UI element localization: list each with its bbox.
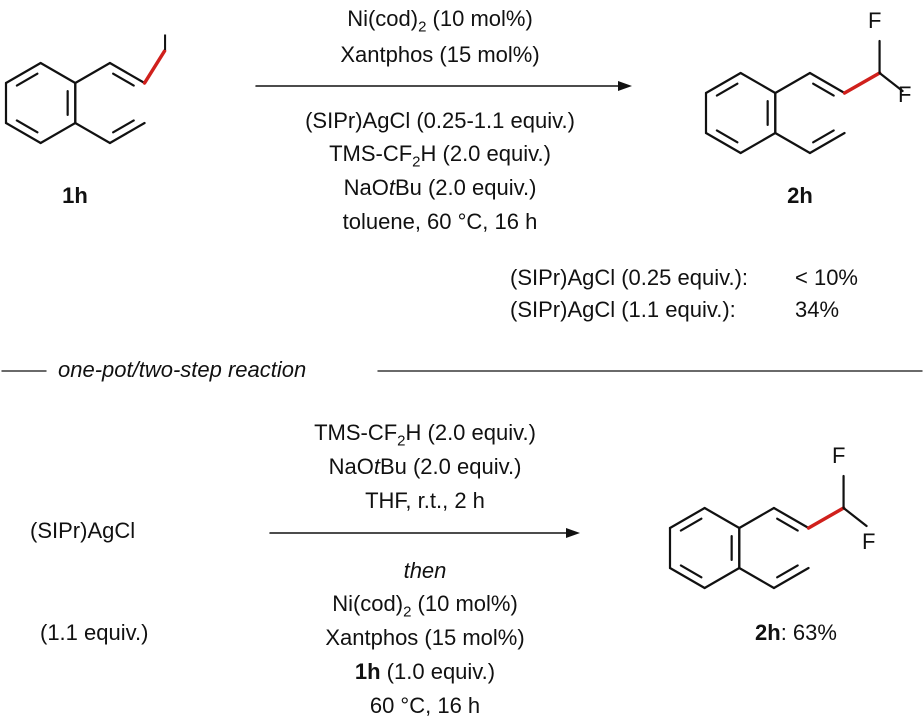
bond	[679, 517, 703, 532]
bond	[738, 566, 776, 590]
bond	[772, 506, 810, 530]
highlighted-bond	[806, 506, 846, 530]
bond	[112, 119, 135, 134]
bond	[842, 506, 868, 528]
highlighted-bond	[142, 49, 167, 85]
yield-condition: (SIPr)AgCl (1.1 equiv.):	[510, 297, 736, 322]
iodine-atom: I	[162, 30, 169, 55]
product-label: 2h	[787, 183, 813, 208]
bond	[15, 119, 39, 134]
bond	[774, 71, 812, 95]
bond	[774, 131, 812, 155]
bond	[715, 129, 739, 144]
bond	[668, 566, 706, 590]
reagent-amount: (1.1 equiv.)	[40, 620, 149, 645]
condition-substrate: 1h (1.0 equiv.)	[354, 659, 496, 684]
product-yield: 2h: 63%	[755, 620, 837, 645]
bond	[878, 71, 904, 93]
bond	[74, 61, 112, 85]
fluorine-atom: F	[868, 8, 882, 33]
highlighted-bond	[842, 71, 882, 95]
bond	[679, 564, 703, 579]
fluorine-atom: F	[832, 443, 846, 468]
condition-catalyst: Ni(cod)2 (10 mol%)	[332, 591, 518, 621]
bond	[703, 566, 741, 590]
condition-solvent: toluene, 60 °C, 16 h	[342, 209, 538, 234]
arrow-head	[566, 528, 580, 538]
bond	[703, 506, 741, 530]
condition-base: NaOtBu (2.0 equiv.)	[343, 175, 537, 200]
yield-condition: (SIPr)AgCl (0.25 equiv.):	[510, 265, 749, 290]
bond	[808, 131, 846, 155]
bond	[776, 564, 799, 579]
bond	[715, 82, 739, 97]
fluorine-atom: F	[898, 82, 912, 107]
condition-tms: TMS-CF2H (2.0 equiv.)	[329, 141, 551, 171]
bond	[812, 129, 835, 144]
condition-tms: TMS-CF2H (2.0 equiv.)	[314, 420, 536, 450]
bond	[776, 517, 799, 532]
bond	[739, 131, 777, 155]
bond	[668, 506, 706, 530]
arrow-head	[618, 81, 632, 91]
bond	[772, 566, 810, 590]
bond	[739, 71, 777, 95]
condition-solvent: THF, r.t., 2 h	[365, 488, 485, 513]
condition-ligand: Xantphos (15 mol%)	[325, 625, 525, 650]
bond	[808, 71, 846, 95]
condition-temp: 60 °C, 16 h	[369, 693, 481, 718]
bond	[704, 131, 742, 155]
bond	[108, 61, 146, 85]
yield-value: 34%	[795, 297, 840, 322]
reactant-label: 1h	[62, 183, 88, 208]
bond	[4, 61, 42, 85]
bond	[108, 121, 146, 145]
fluorine-atom: F	[862, 529, 876, 554]
divider-label: one-pot/two-step reaction	[58, 357, 307, 382]
reagent: (SIPr)AgCl	[30, 518, 136, 543]
bond	[4, 121, 42, 145]
condition-ligand: Xantphos (15 mol%)	[340, 42, 540, 67]
bond	[112, 72, 135, 87]
bond	[812, 82, 835, 97]
bond	[15, 72, 39, 87]
condition-silver: (SIPr)AgCl (0.25-1.1 equiv.)	[305, 108, 575, 133]
yield-value: < 10%	[795, 265, 858, 290]
bond	[39, 121, 77, 145]
condition-catalyst: Ni(cod)2 (10 mol%)	[347, 6, 533, 36]
bond	[39, 61, 77, 85]
condition-base: NaOtBu (2.0 equiv.)	[328, 454, 522, 479]
then-label: then	[403, 558, 447, 583]
bond	[738, 506, 776, 530]
bond	[74, 121, 112, 145]
bond	[704, 71, 742, 95]
